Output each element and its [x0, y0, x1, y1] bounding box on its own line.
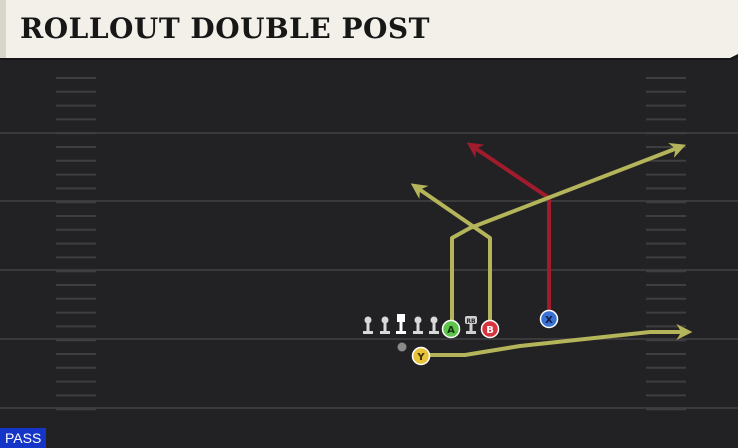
play-title: ROLLOUT DOUBLE POST	[20, 12, 430, 45]
route-y-flat	[428, 324, 693, 357]
route-b-post	[410, 183, 492, 324]
qb-dot-icon	[397, 342, 407, 352]
rb-icon-label: RB	[466, 318, 476, 325]
player-b-label: B	[486, 325, 494, 336]
player-y-button[interactable]: Y	[411, 346, 431, 366]
rb-icon: RB	[465, 316, 477, 334]
lineman-icon	[429, 316, 439, 334]
player-x-label: X	[545, 315, 553, 326]
title-banner	[0, 0, 738, 60]
lineman-icon	[413, 316, 423, 334]
lineman-icon	[380, 316, 390, 334]
yard-lines	[0, 132, 738, 409]
player-y-label: Y	[416, 352, 425, 363]
play-type-badge: PASS	[0, 428, 47, 448]
lineman-icon	[363, 316, 373, 334]
player-a-label: A	[447, 325, 455, 336]
player-x-button[interactable]: X	[539, 309, 559, 329]
route-a-post	[450, 142, 686, 324]
player-b-button[interactable]: B	[480, 319, 500, 339]
hash-marks	[56, 77, 686, 411]
player-a-button[interactable]: A	[441, 319, 461, 339]
center-icon	[396, 314, 406, 334]
